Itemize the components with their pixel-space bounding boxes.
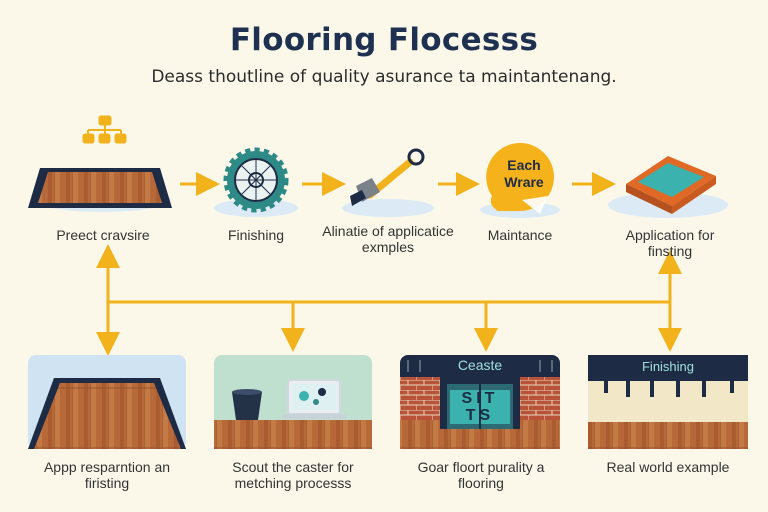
example-panel-room: [214, 355, 372, 449]
step-label: Preect cravsire: [56, 227, 150, 243]
badge-icon: [480, 143, 560, 218]
example-label: Real world example: [606, 459, 730, 475]
panel-sign-text: Finishing: [641, 359, 695, 374]
tile-icon: [608, 156, 728, 218]
wood-floor-icon: [28, 168, 172, 212]
hierarchy-icon: [82, 115, 127, 144]
panel-sign-text: Ceaste: [457, 357, 503, 373]
page-title: Flooring Flocesss: [229, 22, 539, 58]
step-label: Application for finsting: [625, 227, 715, 259]
badge-text: Each Wrare: [504, 157, 544, 190]
page-subtitle: Deass thoutline of quality asurance ta m…: [151, 67, 617, 87]
gear-icon: [214, 147, 298, 217]
paint-brush-icon: [342, 148, 434, 217]
panel-door-text: SIT TS: [461, 390, 499, 424]
connector-lines: [96, 244, 682, 356]
step-label: Alinatie of applicatice exmples: [322, 223, 454, 255]
example-label: Scout the caster for metching processs: [232, 459, 354, 491]
step-label: Finishing: [227, 227, 285, 243]
example-label: Appp resparntion an firisting: [43, 459, 171, 491]
example-label: Goar floort purality a flooring: [417, 459, 545, 491]
step-label: Maintance: [487, 227, 553, 243]
example-panel-floor: [28, 355, 186, 449]
example-panel-studio: [588, 355, 748, 449]
example-panel-doors: [400, 355, 560, 449]
